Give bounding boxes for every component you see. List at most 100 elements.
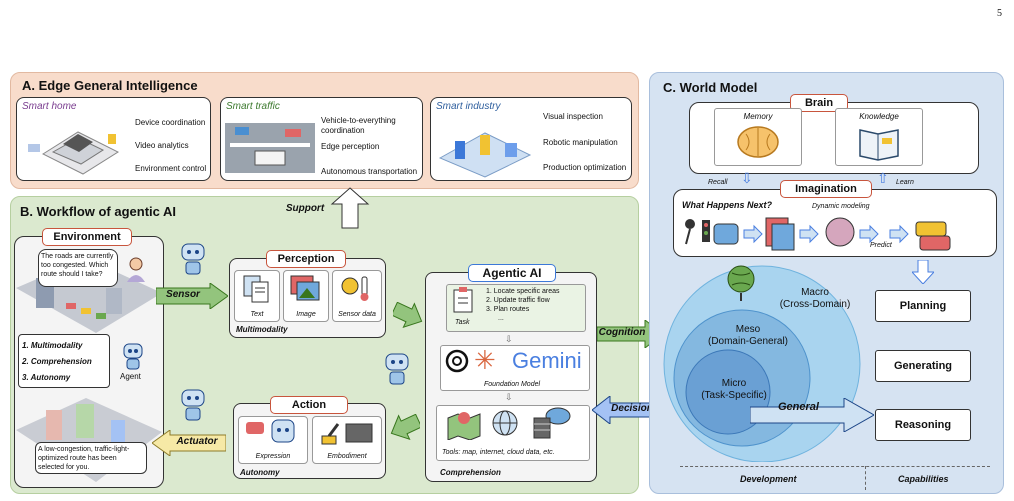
perception-text-label: Text [250,311,264,318]
decision-arrow [592,396,662,424]
smart-home-item: Device coordination [135,118,206,127]
footer-separator [865,466,866,490]
clipboard-icon [453,287,473,313]
general-label: General [778,401,819,413]
meso-name: Meso [735,324,761,335]
brain-icon [737,126,779,158]
macro-sub: (Cross-Domain) [779,299,851,310]
task-item: ... [498,315,504,322]
bubble-bottom: A low-congestion, traffic-light-optimize… [35,442,147,474]
agent-label: Agent [120,372,141,381]
smart-traffic-illustration [225,123,315,173]
perception-footer: Multimodality [236,325,288,334]
bubble-top-text: The roads are currently too congested. W… [41,253,114,278]
world-title: C. World Model [663,80,758,95]
task-item: 1. Locate specific areas [486,288,560,295]
flow-arrow [390,414,420,440]
smart-traffic-item: Autonomous transportation [321,167,418,176]
tools-label: Tools: map, internet, cloud data, etc. [442,449,555,456]
page-number: 5 [997,8,1002,19]
action-title: Action [270,396,348,414]
smart-home-card: Smart home Device coordination Video ana… [16,97,211,181]
smart-industry-title: Smart industry [436,101,501,112]
imagination-title: Imagination [780,180,872,198]
capability-list: 1. Multimodality 2. Comprehension 3. Aut… [18,334,110,388]
openai-icon [445,349,469,373]
sensor-card [332,270,382,322]
what-happens-label: What Happens Next? [682,200,773,210]
footer-capabilities: Capabilities [898,474,949,484]
robot-icon [181,243,205,275]
smart-home-item: Video analytics [135,141,189,150]
internet-icon [492,410,518,436]
capability-planning: Planning [875,290,971,322]
meso-sub: (Domain-General) [707,336,789,347]
smart-traffic-title: Smart traffic [226,101,280,112]
actuator-arrow [152,430,226,456]
action-embodiment-label: Embodiment [327,453,367,460]
city-bottom-illustration [16,398,162,482]
smart-home-title: Smart home [22,101,77,112]
list-item: 1. Multimodality [22,341,83,350]
knowledge-label: Knowledge [859,112,899,121]
person-icon [127,257,145,282]
sensor-arrow [156,283,228,309]
smart-home-item: Environment control [135,164,207,173]
task-item: 3. Plan routes [486,306,530,313]
text-docs-icon [243,275,269,303]
micro-name: Micro [721,378,747,389]
smart-industry-illustration [438,132,532,178]
learn-label: Learn [896,179,914,186]
smart-traffic-item: Vehicle-to-everything coordination [321,116,396,135]
support-label: Support [285,203,325,214]
recall-label: Recall [708,179,728,186]
foundation-label: Foundation Model [484,381,541,388]
smart-industry-card: Smart industry Visual inspection Robotic… [430,97,632,181]
capability-generating: Generating [875,350,971,382]
general-arrow [750,398,874,432]
capability-reasoning: Reasoning [875,409,971,441]
micro-sub: (Task-Specific) [701,390,767,401]
image-icon [290,275,320,301]
workflow-title: B. Workflow of agentic AI [20,204,177,219]
agent-robot-icon [123,343,143,370]
expression-icon [246,419,295,443]
list-item: 3. Autonomy [22,373,71,382]
gemini-logo: Gemini [512,348,582,373]
robot-arm-icon [321,423,373,445]
task-item: 2. Update traffic flow [486,297,550,304]
sensor-icon [341,276,369,301]
support-arrow [330,187,370,229]
cognition-label: Cognition [598,327,646,338]
dynamic-modeling-label: Dynamic modeling [812,203,870,210]
decision-label: Decision [611,403,653,414]
sensor-label: Sensor [166,289,200,300]
perception-image-label: Image [296,311,316,318]
robot-icon [181,389,205,421]
perception-title: Perception [266,250,346,268]
robot-icon [385,353,409,385]
edge-title: A. Edge General Intelligence [22,78,198,93]
globe-icon [727,265,755,301]
bubble-bottom-text: A low-congestion, traffic-light-optimize… [38,446,130,471]
claude-icon: ✳ [474,345,496,375]
cloud-data-icon [533,407,571,439]
list-item: 2. Comprehension [22,357,92,366]
environment-title: Environment [42,228,132,246]
learn-arrow-icon: ⇧ [877,170,889,186]
imagination-scene [685,217,951,251]
perception-sensor-label: Sensor data [338,311,376,318]
task-label: Task [455,319,470,326]
agentic-title: Agentic AI [468,264,556,282]
recall-arrow-icon: ⇩ [741,170,753,186]
down-arrow-icon: ⇩ [505,334,513,344]
macro-name: Macro [801,287,829,298]
predict-label: Predict [870,242,892,249]
footer-divider [680,466,990,467]
flow-arrow [393,302,423,328]
smart-traffic-card: Smart traffic Vehicle-to-everything coor… [220,97,423,181]
brain-title: Brain [790,94,848,112]
smart-traffic-item: Edge perception [321,142,380,151]
smart-industry-item: Production optimization [543,163,627,172]
footer-development: Development [740,474,797,484]
